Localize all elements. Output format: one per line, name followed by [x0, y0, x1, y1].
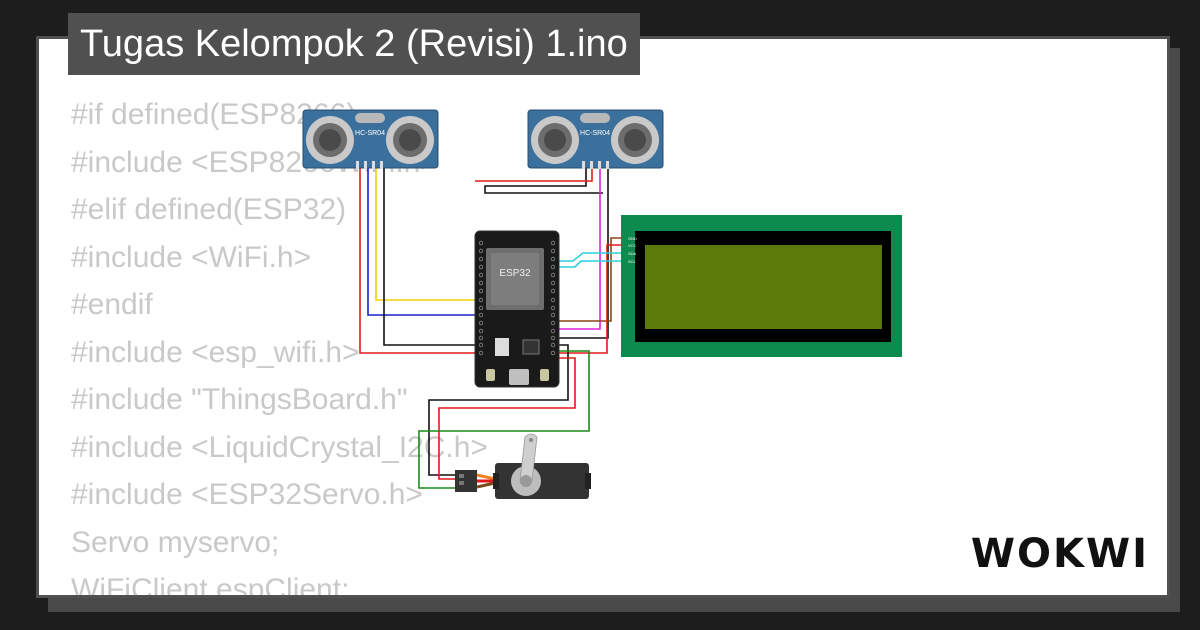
wire-yellow: [375, 168, 478, 301]
lcd-pin-label: GND: [628, 236, 637, 241]
esp32-pins-right: [550, 240, 556, 356]
wire-brown: [551, 237, 628, 322]
sensor-label: HC-SR04: [355, 130, 385, 137]
lcd-display[interactable]: GND VCC SDA SCL: [621, 215, 902, 357]
servo-motor[interactable]: [455, 433, 591, 499]
circuit-diagram: HC-SR04 HC-SR04 ESP32: [302, 109, 902, 499]
wires: [359, 168, 628, 489]
wire-cyan: [551, 260, 628, 268]
wire-red: [475, 168, 593, 182]
page-title: Tugas Kelompok 2 (Revisi) 1.ino: [68, 13, 640, 75]
lcd-pin-label: SDA: [628, 251, 637, 256]
wire-magenta: [551, 168, 601, 330]
wire-green: [418, 350, 590, 489]
code-line: #include <ESP32Servo.h>: [71, 478, 423, 511]
wire-blue: [367, 168, 478, 316]
mcu-label: ESP32: [499, 268, 531, 279]
project-card[interactable]: #if defined(ESP8266) #include <ESP8266Wi…: [36, 36, 1170, 598]
sensor-label: HC-SR04: [580, 130, 610, 137]
wire-black: [551, 168, 609, 339]
wokwi-logo[interactable]: WOKWI: [970, 531, 1149, 577]
wire-red: [551, 244, 628, 354]
esp32-pins-left: [478, 240, 484, 356]
esp32-board[interactable]: ESP32: [474, 230, 560, 388]
wire-red: [359, 168, 478, 354]
lcd-pin-label: SCL: [628, 259, 637, 264]
lcd-pin-labels: GND VCC SDA SCL: [628, 236, 637, 264]
code-line: WiFiClient espClient;: [71, 573, 350, 598]
wire-black: [428, 344, 569, 476]
ultrasonic-sensor-2[interactable]: HC-SR04: [527, 109, 664, 169]
code-line: #include <esp_wifi.h>: [71, 335, 360, 369]
lcd-pin-label: VCC: [628, 243, 637, 248]
code-line: #elif defined(ESP32): [71, 193, 347, 226]
wire-black: [383, 168, 478, 346]
code-line: #include <WiFi.h>: [71, 240, 312, 274]
ultrasonic-sensor-1[interactable]: HC-SR04: [302, 109, 439, 169]
code-line: #include "ThingsBoard.h": [71, 383, 408, 416]
code-line: #endif: [71, 288, 153, 321]
wire-cyan: [551, 252, 628, 262]
wire-red: [438, 357, 576, 480]
wire-black: [484, 168, 603, 194]
code-line: Servo myservo;: [71, 525, 280, 559]
